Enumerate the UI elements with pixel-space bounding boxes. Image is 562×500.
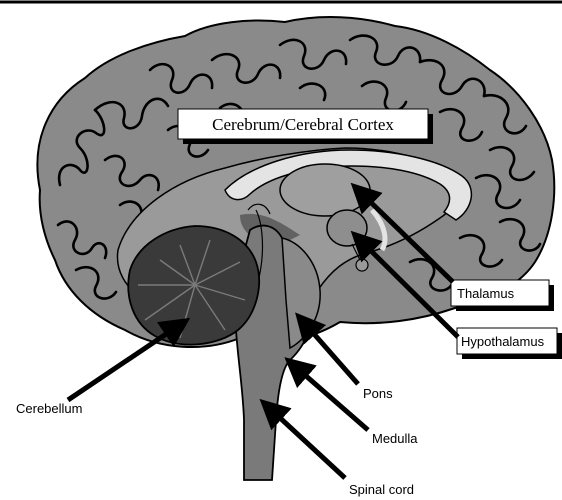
cerebrum-label: Cerebrum/Cerebral Cortex: [212, 115, 394, 134]
cerebellum-label: Cerebellum: [16, 401, 82, 416]
thalamus-label: Thalamus: [457, 286, 515, 301]
thalamus-label-box: Thalamus: [451, 280, 554, 311]
hypothalamus-label: Hypothalamus: [461, 334, 545, 349]
cerebrum-label-box: Cerebrum/Cerebral Cortex: [178, 109, 433, 144]
medulla-arrow: [290, 362, 368, 430]
hypothalamus-label-box: Hypothalamus: [457, 328, 562, 359]
spinal-cord-arrow: [265, 404, 345, 478]
medulla-label: Medulla: [372, 431, 418, 446]
spinal-cord-label: Spinal cord: [349, 482, 414, 497]
pons-label: Pons: [363, 386, 393, 401]
cerebellum-arrow: [68, 322, 184, 400]
pituitary-structure: [356, 259, 368, 271]
